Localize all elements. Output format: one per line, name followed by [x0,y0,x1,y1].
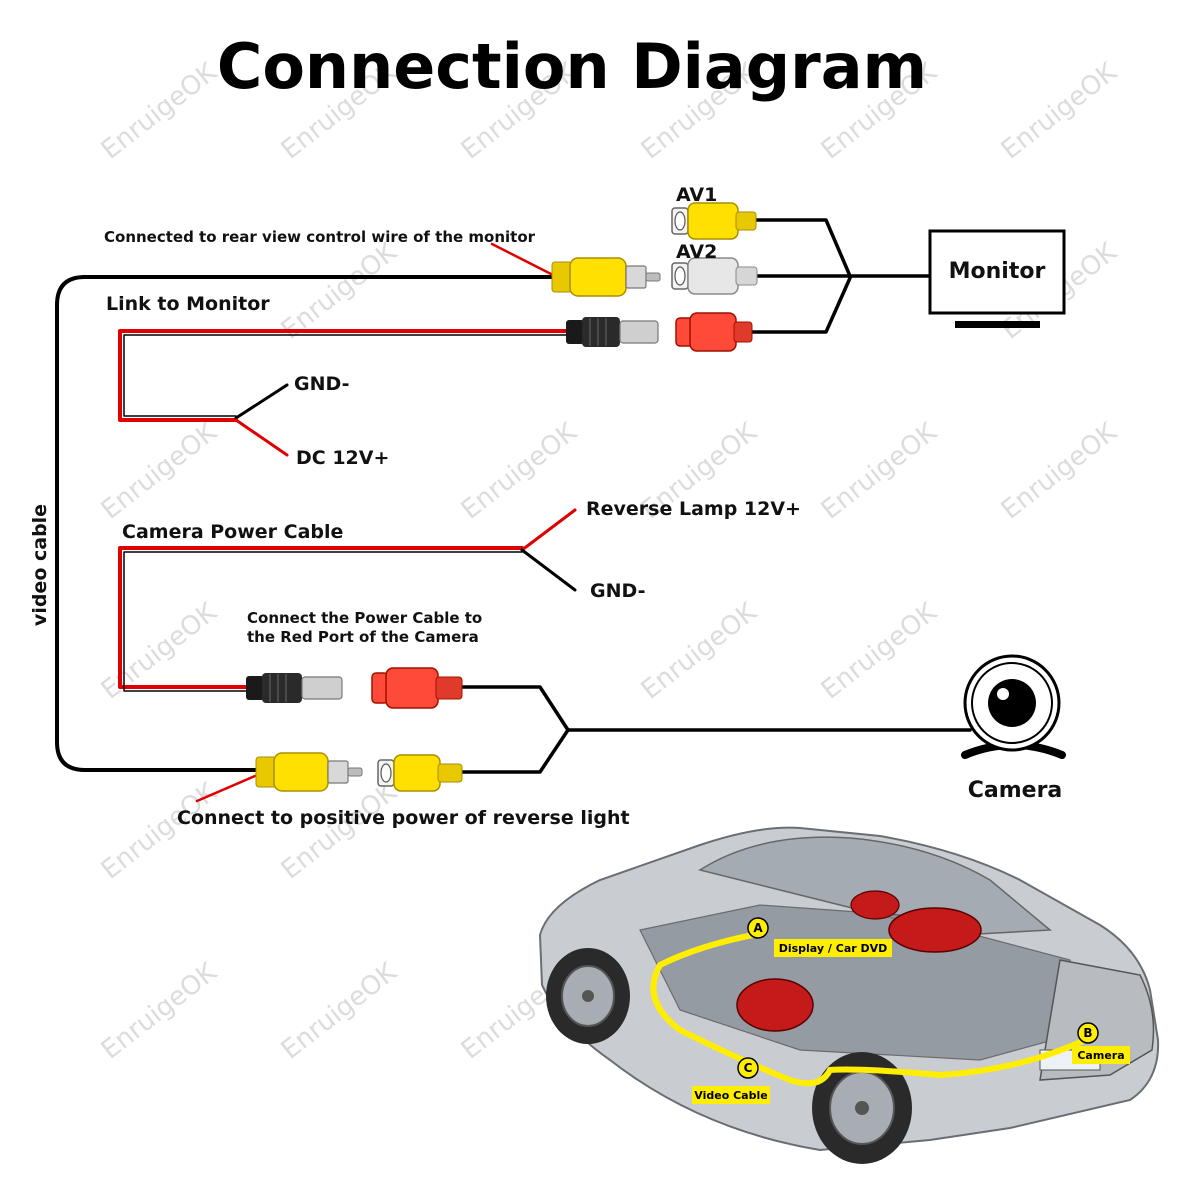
monitor-power-socket [675,312,753,352]
car-seat-rear [888,907,982,953]
tag-video-cable: Video Cable [694,1089,767,1102]
marker-c: C [737,1057,759,1079]
car-seat-front [736,978,814,1032]
av1-label: AV1 [676,184,717,206]
monitor-label: Monitor [949,259,1046,284]
tag-display: Display / Car DVD [779,942,888,955]
connect-power-note-line1: Connect the Power Cable to [247,609,482,627]
tag-camera-bg [1072,1046,1130,1064]
marker-b-label: B [1083,1026,1092,1040]
tag-display-bg [774,939,892,957]
watermark: EnruigeOK [96,417,223,526]
car-illustration: A B C Display / Car DVD Camera Video Cab… [538,826,1160,1164]
watermark: EnruigeOK [636,597,763,706]
camera-icon [961,654,1066,759]
monitor-dc-plug [566,317,659,347]
rear-view-control-label: Connected to rear view control wire of t… [104,228,536,246]
marker-b: B [1077,1022,1099,1044]
camera-video-socket [377,754,463,792]
monitor-icon [928,229,1066,328]
reverse-lamp-label: Reverse Lamp 12V+ [586,498,801,520]
bottom-video-plug [255,752,363,792]
camera-power-cable-label: Camera Power Cable [122,521,343,543]
av1-wire [753,218,852,278]
car-rear-wheel [812,1052,912,1164]
camera-label: Camera [968,778,1063,803]
av2-connector [671,257,758,295]
reverse-lamp-branch [520,508,577,552]
wires [55,218,972,803]
gnd-top-branch [234,383,289,420]
camera-power-red-wire [118,546,524,689]
watermark: EnruigeOK [276,957,403,1066]
link-to-monitor-label: Link to Monitor [106,293,270,315]
car-video-route [650,931,1088,1087]
watermark: EnruigeOK [96,957,223,1066]
camera-dc-plug [246,673,343,703]
pointer-rear-view [490,242,555,277]
video-cable-label: video cable [29,504,51,626]
marker-a: A [747,917,769,939]
link-to-monitor-black-wire [123,334,569,417]
camera-power-black-wire [123,551,523,692]
av1-connector [671,202,757,240]
watermark: EnruigeOK [96,777,223,886]
page-title: Connection Diagram [217,30,927,103]
power-harness-wire [750,276,852,334]
tag-video-cable-bg [692,1086,770,1104]
marker-c-label: C [744,1061,753,1075]
gnd-top-label: GND- [294,373,350,395]
watermark: EnruigeOK [96,597,223,706]
tag-camera: Camera [1077,1049,1124,1062]
watermark: EnruigeOK [996,57,1123,166]
dc12v-branch [234,418,289,457]
car-roof [698,836,1052,936]
watermark: EnruigeOK [456,417,583,526]
camera-power-socket-wire [460,685,570,732]
watermark: EnruigeOK [816,417,943,526]
gnd-bottom-label: GND- [590,580,646,602]
camera-power-socket [371,667,463,709]
car-front-wheel [546,948,630,1044]
connect-positive-label: Connect to positive power of reverse lig… [177,807,630,829]
dc12v-label: DC 12V+ [296,447,389,469]
marker-a-label: A [753,921,763,935]
av2-label: AV2 [676,241,717,263]
link-to-monitor-red-wire [118,329,570,422]
watermark: EnruigeOK [996,417,1123,526]
watermark: EnruigeOK [96,57,223,166]
watermark: EnruigeOK [276,777,403,886]
top-video-plug [551,257,661,297]
watermark: EnruigeOK [816,597,943,706]
pointer-positive-power [195,771,264,803]
video-cable-wire [55,275,554,772]
connect-power-note-line2: the Red Port of the Camera [247,628,479,646]
gnd-bottom-branch [520,548,577,592]
camera-video-socket-wire [460,728,570,774]
car-seat-rear-2 [850,890,900,920]
